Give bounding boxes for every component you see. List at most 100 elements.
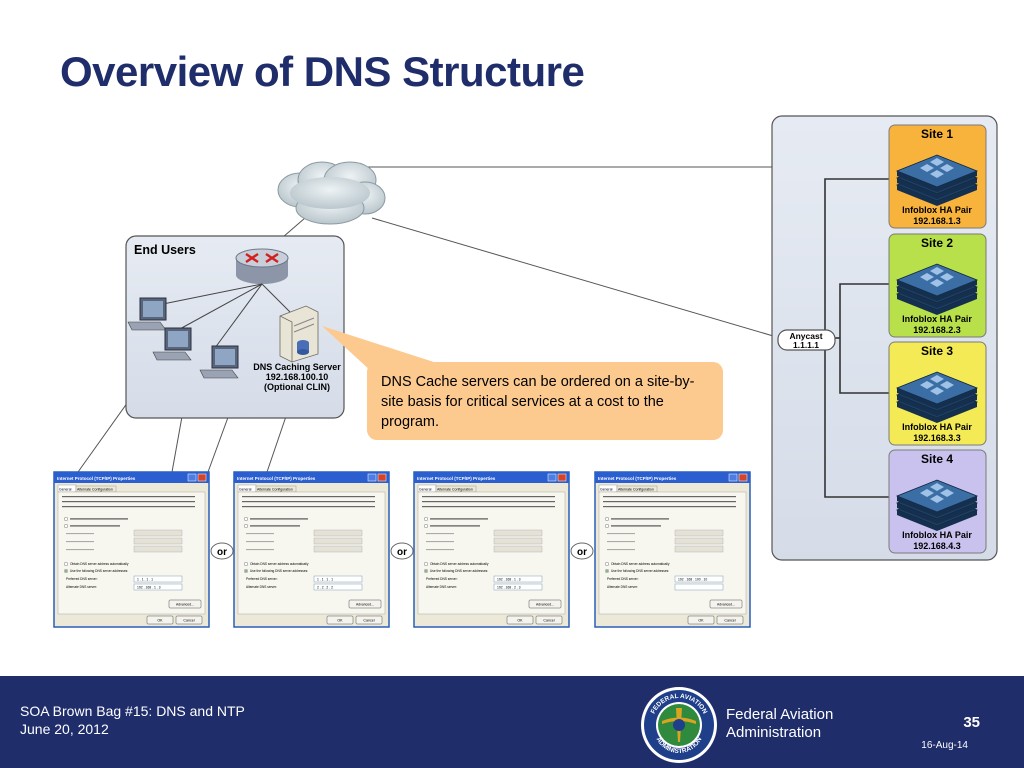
footer: SOA Brown Bag #15: DNS and NTP June 20, …	[0, 676, 1024, 768]
preferred-dns-value: 192 . 168 . 100 . 10	[678, 578, 707, 582]
help-button[interactable]	[728, 473, 738, 482]
dialog-title: Internet Protocol (TCP/IP) Properties	[57, 476, 136, 481]
help-button[interactable]	[547, 473, 557, 482]
obtain-dns-label: Obtain DNS server address automatically	[430, 562, 489, 566]
tcpip-properties-dialog: Internet Protocol (TCP/IP) PropertiesGen…	[53, 471, 210, 628]
tcpip-properties-dialog: Internet Protocol (TCP/IP) PropertiesGen…	[594, 471, 751, 628]
preferred-dns-label: Preferred DNS server:	[426, 577, 458, 581]
or-label: or	[397, 547, 407, 558]
preferred-dns-label: Preferred DNS server:	[246, 577, 278, 581]
preferred-dns-label: Preferred DNS server:	[66, 577, 98, 581]
infoblox-appliance-icon	[895, 479, 979, 531]
advanced-button[interactable]	[348, 599, 382, 609]
site-title: Site 3	[921, 344, 953, 358]
or-connector: or	[390, 542, 414, 560]
site-ip: 192.168.4.3	[913, 541, 961, 551]
cancel-button[interactable]	[175, 615, 203, 625]
preferred-dns-field[interactable]	[133, 575, 183, 583]
alternate-dns-field[interactable]	[133, 583, 183, 591]
cancel-button[interactable]	[716, 615, 744, 625]
footer-org-line1: Federal Aviation	[726, 706, 834, 723]
use-dns-label: Use the following DNS server addresses:	[611, 569, 669, 573]
dialog-titlebar	[595, 472, 750, 483]
site-title: Site 4	[921, 452, 953, 466]
advanced-button[interactable]	[528, 599, 562, 609]
alternate-dns-field[interactable]	[674, 583, 724, 591]
or-label: or	[217, 547, 227, 558]
help-button[interactable]	[187, 473, 197, 482]
close-button[interactable]	[197, 473, 207, 482]
use-dns-label: Use the following DNS server addresses:	[430, 569, 488, 573]
use-dns-label: Use the following DNS server addresses:	[70, 569, 128, 573]
ok-button-label: OK	[337, 619, 343, 623]
site-ip: 192.168.3.3	[913, 433, 961, 443]
advanced-button-label: Advanced...	[356, 603, 374, 607]
alternate-dns-value: 192 . 168 . 1 . 3	[137, 586, 161, 590]
obtain-dns-label: Obtain DNS server address automatically	[611, 562, 670, 566]
footer-line1: SOA Brown Bag #15: DNS and NTP	[20, 703, 245, 719]
tab-general-label: General	[239, 488, 252, 492]
preferred-dns-field[interactable]	[313, 575, 363, 583]
dialog-titlebar	[234, 472, 389, 483]
computer-icon	[199, 345, 239, 379]
dialog-titlebar	[414, 472, 569, 483]
ok-button-label: OK	[517, 619, 523, 623]
caching-server-name: DNS Caching Server	[253, 362, 341, 372]
anycast-label: Anycast	[789, 331, 822, 341]
faa-seal-logo: FEDERAL AVIATION ADMINISTRATION	[641, 687, 717, 763]
preferred-dns-value: 192 . 168 . 1 . 3	[497, 578, 521, 582]
cancel-button-label: Cancel	[183, 619, 194, 623]
infoblox-appliance-icon	[895, 154, 979, 206]
advanced-button-label: Advanced...	[536, 603, 554, 607]
preferred-dns-label: Preferred DNS server:	[607, 577, 639, 581]
tab-alternate-label: Alternate Configuration	[77, 488, 113, 492]
advanced-button-label: Advanced...	[176, 603, 194, 607]
infoblox-appliance-icon	[895, 263, 979, 315]
use-dns-label: Use the following DNS server addresses:	[250, 569, 308, 573]
preferred-dns-field[interactable]	[674, 575, 724, 583]
tab-general-label: General	[600, 488, 613, 492]
end-users-panel	[125, 235, 345, 419]
preferred-dns-field[interactable]	[493, 575, 543, 583]
infoblox-appliance-icon	[895, 371, 979, 423]
ok-button[interactable]	[146, 615, 174, 625]
alternate-dns-label: Alternate DNS server:	[426, 585, 457, 589]
tab-general-label: General	[419, 488, 432, 492]
advanced-button[interactable]	[168, 599, 202, 609]
tcpip-properties-dialog: Internet Protocol (TCP/IP) PropertiesGen…	[233, 471, 390, 628]
footer-presentation: SOA Brown Bag #15: DNS and NTP June 20, …	[20, 702, 245, 738]
cancel-button[interactable]	[355, 615, 383, 625]
help-button[interactable]	[367, 473, 377, 482]
tab-alternate-label: Alternate Configuration	[257, 488, 293, 492]
caching-server-ip: 192.168.100.10	[266, 372, 329, 382]
ok-button[interactable]	[506, 615, 534, 625]
anycast-node	[777, 329, 836, 351]
alternate-dns-field[interactable]	[313, 583, 363, 591]
cancel-button-label: Cancel	[724, 619, 735, 623]
end-users-label: End Users	[134, 243, 196, 257]
ok-button[interactable]	[326, 615, 354, 625]
obtain-dns-label: Obtain DNS server address automatically	[250, 562, 309, 566]
obtain-dns-label: Obtain DNS server address automatically	[70, 562, 129, 566]
or-connector: or	[210, 542, 234, 560]
page-number: 35	[963, 714, 980, 731]
cancel-button[interactable]	[535, 615, 563, 625]
site-pair-label: Infoblox HA Pair	[902, 530, 972, 540]
alternate-dns-field[interactable]	[493, 583, 543, 591]
footer-organization: Federal Aviation Administration	[726, 706, 833, 742]
close-button[interactable]	[738, 473, 748, 482]
close-button[interactable]	[557, 473, 567, 482]
slide-title: Overview of DNS Structure	[60, 48, 585, 95]
advanced-button[interactable]	[709, 599, 743, 609]
internet-cloud-icon	[277, 161, 386, 225]
site-ip: 192.168.1.3	[913, 216, 961, 226]
dialog-titlebar	[54, 472, 209, 483]
ok-button[interactable]	[687, 615, 715, 625]
ok-button-label: OK	[698, 619, 704, 623]
preferred-dns-value: 1 . 1 . 1 . 1	[317, 578, 333, 582]
close-button[interactable]	[377, 473, 387, 482]
